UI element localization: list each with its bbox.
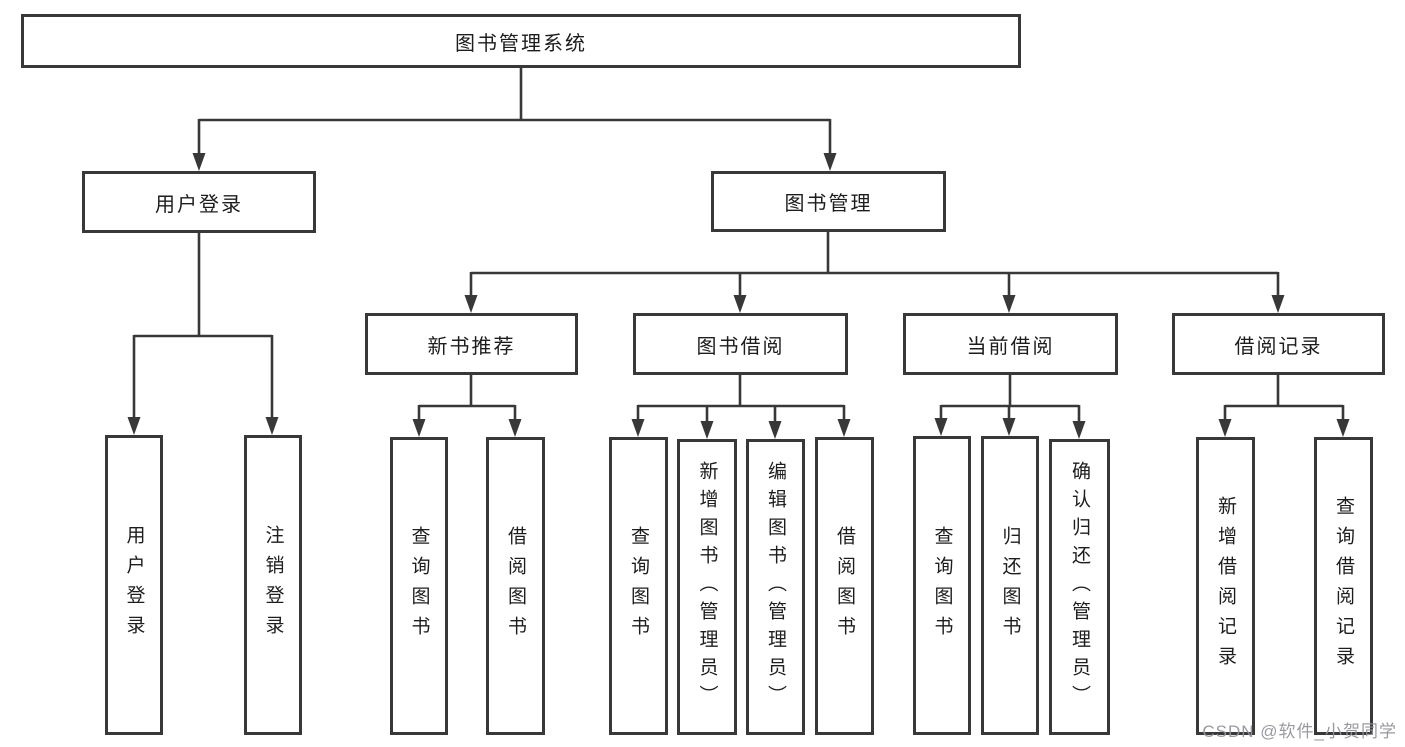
node-book-borrow: 图书借阅 bbox=[633, 313, 848, 375]
node-user-login-label: 用户登录 bbox=[155, 193, 243, 216]
node-book-borrow-label: 图书借阅 bbox=[696, 335, 785, 358]
node-current-borrow: 当前借阅 bbox=[903, 313, 1118, 375]
node-query-borrow-record-label: 查询借阅记录 bbox=[1333, 496, 1354, 676]
node-borrow-records-label: 借阅记录 bbox=[1234, 335, 1323, 358]
node-current-borrow-label: 当前借阅 bbox=[966, 335, 1055, 358]
node-add-book-admin: 新增图书（管理员） bbox=[677, 439, 737, 735]
node-user-login-leaf-label: 用户登录 bbox=[123, 525, 145, 645]
node-new-book-recommend-label: 新书推荐 bbox=[427, 335, 516, 358]
node-book-management-label: 图书管理 bbox=[784, 193, 873, 215]
node-recommend-borrow-book-label: 借阅图书 bbox=[505, 526, 526, 646]
node-recommend-query-book: 查询图书 bbox=[390, 437, 448, 735]
node-borrow-book-leaf-label: 借阅图书 bbox=[834, 526, 855, 646]
node-borrow-query-book: 查询图书 bbox=[609, 437, 668, 735]
node-edit-book-admin-label: 编辑图书（管理员） bbox=[765, 461, 786, 713]
node-book-management: 图书管理 bbox=[711, 171, 946, 232]
node-add-borrow-record: 新增借阅记录 bbox=[1196, 437, 1255, 735]
node-confirm-return-admin: 确认归还（管理员） bbox=[1049, 439, 1110, 735]
node-current-query-book: 查询图书 bbox=[913, 436, 971, 735]
node-edit-book-admin: 编辑图书（管理员） bbox=[746, 439, 805, 735]
node-return-book: 归还图书 bbox=[981, 436, 1039, 735]
node-current-query-book-label: 查询图书 bbox=[931, 525, 953, 646]
node-library-system-label: 图书管理系统 bbox=[455, 32, 587, 55]
csdn-watermark: CSDN @软件_小贺同学 bbox=[1202, 722, 1397, 741]
node-user-login-leaf: 用户登录 bbox=[105, 435, 163, 735]
node-logout: 注销登录 bbox=[244, 435, 302, 735]
node-recommend-query-book-label: 查询图书 bbox=[408, 526, 430, 646]
node-add-borrow-record-label: 新增借阅记录 bbox=[1215, 496, 1236, 676]
node-library-system: 图书管理系统 bbox=[21, 14, 1021, 68]
node-return-book-label: 归还图书 bbox=[999, 525, 1021, 646]
node-borrow-book-leaf: 借阅图书 bbox=[815, 437, 874, 735]
node-user-login: 用户登录 bbox=[82, 171, 316, 233]
node-borrow-records: 借阅记录 bbox=[1172, 313, 1385, 375]
node-recommend-borrow-book: 借阅图书 bbox=[486, 437, 545, 735]
node-query-borrow-record: 查询借阅记录 bbox=[1314, 437, 1373, 735]
node-new-book-recommend: 新书推荐 bbox=[365, 313, 578, 375]
node-confirm-return-admin-label: 确认归还（管理员） bbox=[1069, 461, 1090, 713]
node-logout-label: 注销登录 bbox=[262, 525, 284, 645]
node-borrow-query-book-label: 查询图书 bbox=[628, 526, 649, 646]
node-add-book-admin-label: 新增图书（管理员） bbox=[696, 461, 718, 713]
